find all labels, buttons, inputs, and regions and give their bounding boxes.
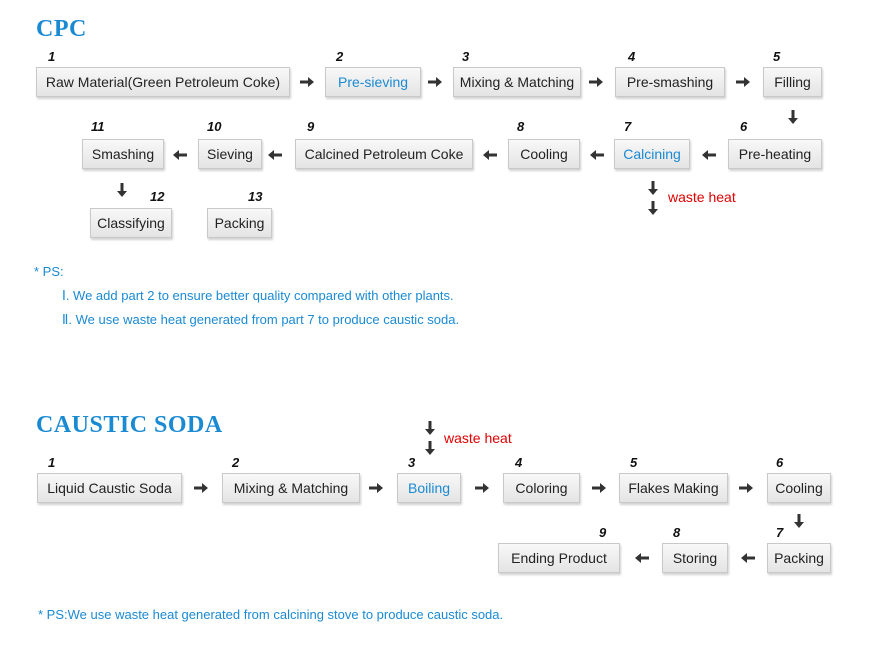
arrow-down-icon [793, 514, 805, 528]
step-number: 7 [776, 525, 784, 540]
cpc-ps-item: Ⅱ. We use waste heat generated from part… [62, 312, 460, 327]
step-number: 2 [232, 455, 240, 470]
step-number: 11 [91, 119, 105, 134]
cpc-step-pre-sieving: Pre-sieving [325, 67, 421, 97]
arrow-down-icon [647, 181, 659, 195]
step-number: 4 [628, 49, 636, 64]
arrow-left-icon [702, 149, 716, 161]
arrow-left-icon [483, 149, 497, 161]
step-number: 3 [462, 49, 470, 64]
caustic-soda-title: CAUSTIC SODA [36, 412, 223, 438]
step-number: 5 [773, 49, 781, 64]
step-number: 6 [740, 119, 748, 134]
caustic-step-liquid-caustic-soda: Liquid Caustic Soda [37, 473, 182, 503]
arrow-down-icon [787, 110, 799, 124]
caustic-step-boiling: Boiling [397, 473, 461, 503]
arrow-right-icon [428, 76, 442, 88]
step-number: 3 [408, 455, 416, 470]
caustic-step-cooling: Cooling [767, 473, 831, 503]
caustic-step-packing: Packing [767, 543, 831, 573]
arrow-right-icon [369, 482, 383, 494]
cpc-title: CPC [36, 16, 87, 42]
step-number: 13 [248, 189, 263, 204]
cpc-step-raw-material: Raw Material(Green Petroleum Coke) [36, 67, 290, 97]
step-number: 8 [517, 119, 525, 134]
step-number: 2 [336, 49, 344, 64]
cpc-step-pre-heating: Pre-heating [728, 139, 822, 169]
arrow-right-icon [475, 482, 489, 494]
arrow-down-icon [116, 183, 128, 197]
arrow-right-icon [194, 482, 208, 494]
cpc-step-cooling: Cooling [508, 139, 580, 169]
caustic-step-flakes-making: Flakes Making [619, 473, 728, 503]
step-number: 12 [150, 189, 165, 204]
arrow-left-icon [590, 149, 604, 161]
step-number: 7 [624, 119, 632, 134]
cpc-step-calcined-petroleum-coke: Calcined Petroleum Coke [295, 139, 473, 169]
cpc-step-filling: Filling [763, 67, 822, 97]
caustic-step-coloring: Coloring [503, 473, 580, 503]
cpc-step-calcining: Calcining [614, 139, 690, 169]
caustic-step-ending-product: Ending Product [498, 543, 620, 573]
waste-heat-label: waste heat [668, 189, 736, 205]
step-number: 9 [307, 119, 315, 134]
arrow-left-icon [635, 552, 649, 564]
arrow-down-icon [647, 201, 659, 215]
step-number: 5 [630, 455, 638, 470]
arrow-left-icon [173, 149, 187, 161]
step-number: 1 [48, 455, 56, 470]
step-number: 10 [207, 119, 222, 134]
arrow-right-icon [739, 482, 753, 494]
cpc-step-classifying: Classifying [90, 208, 172, 238]
caustic-step-mixing-matching: Mixing & Matching [222, 473, 360, 503]
cpc-step-mixing-matching: Mixing & Matching [453, 67, 581, 97]
arrow-right-icon [589, 76, 603, 88]
cpc-step-smashing: Smashing [82, 139, 164, 169]
arrow-right-icon [736, 76, 750, 88]
arrow-right-icon [592, 482, 606, 494]
arrow-down-icon [424, 421, 436, 435]
cpc-ps-title: * PS: [34, 264, 64, 279]
arrow-left-icon [741, 552, 755, 564]
step-number: 9 [599, 525, 607, 540]
cpc-step-pre-smashing: Pre-smashing [615, 67, 725, 97]
caustic-ps-note: * PS:We use waste heat generated from ca… [38, 607, 504, 622]
cpc-step-sieving: Sieving [198, 139, 262, 169]
cpc-step-packing: Packing [207, 208, 272, 238]
step-number: 6 [776, 455, 784, 470]
caustic-step-storing: Storing [662, 543, 728, 573]
step-number: 8 [673, 525, 681, 540]
cpc-ps-item: Ⅰ. We add part 2 to ensure better qualit… [62, 288, 454, 303]
waste-heat-label: waste heat [444, 430, 512, 446]
arrow-right-icon [300, 76, 314, 88]
arrow-left-icon [268, 149, 282, 161]
step-number: 4 [515, 455, 523, 470]
arrow-down-icon [424, 441, 436, 455]
step-number: 1 [48, 49, 56, 64]
